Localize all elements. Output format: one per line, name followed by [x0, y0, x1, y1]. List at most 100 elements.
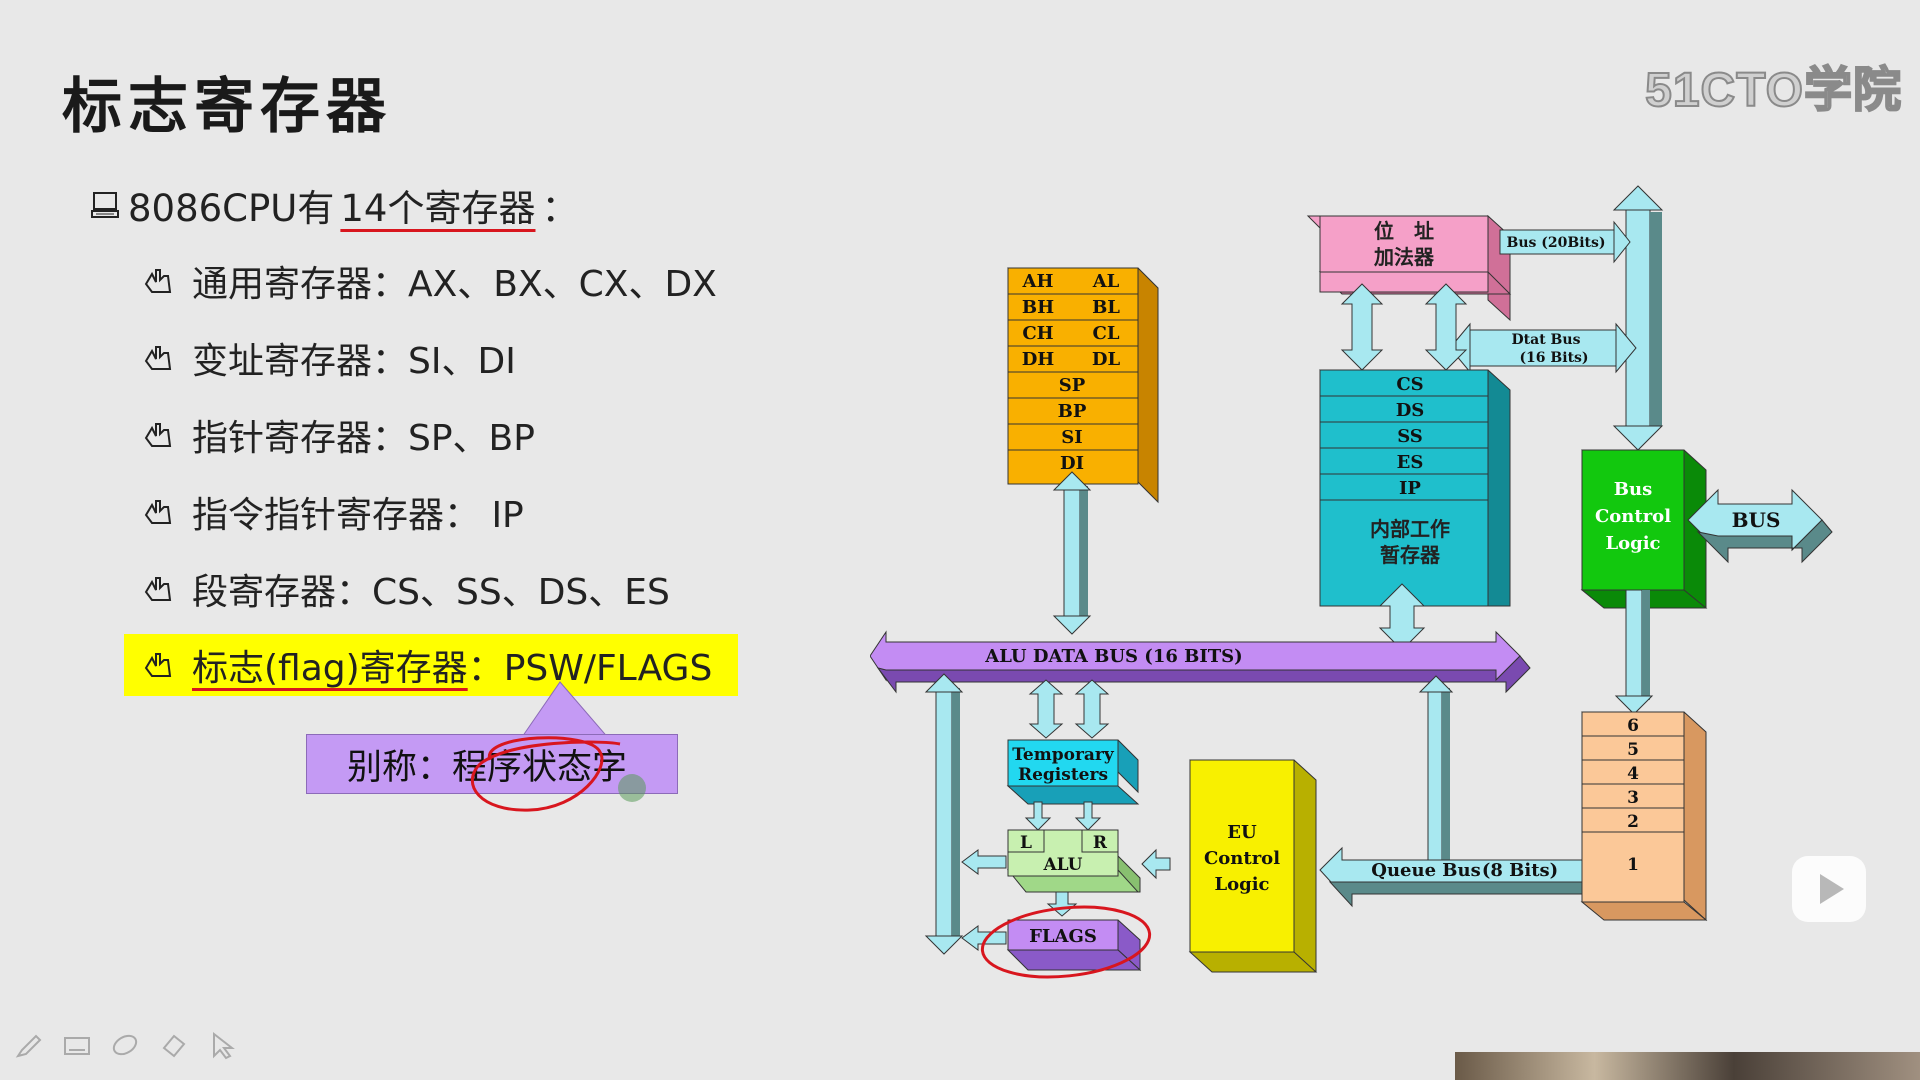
temp-regs-label-1: Temporary [1012, 745, 1115, 765]
annotation-circle [470, 736, 646, 812]
internal-reg-label-1: 内部工作 [1370, 517, 1450, 541]
play-icon [1820, 874, 1844, 904]
hand-pointer-icon [144, 653, 172, 677]
queue-slot-6: 6 [1627, 716, 1639, 736]
gp-bus-arrow [1052, 471, 1092, 635]
pen-icon[interactable] [14, 1030, 44, 1060]
queue-slot-5: 5 [1627, 740, 1639, 760]
bus-control-label-2: Control [1595, 506, 1671, 527]
bus20-label: Bus (20Bits) [1507, 235, 1606, 251]
bullet-main-suffix: ： [541, 187, 579, 230]
bus-control-label-1: Bus [1614, 479, 1652, 500]
bullet-main-prefix: 8086CPU有 [128, 187, 335, 230]
queue-slot-2: 2 [1627, 812, 1639, 832]
reg-cl: CL [1093, 323, 1120, 344]
queue-slot-4: 4 [1627, 764, 1639, 784]
reg-si: SI [1061, 427, 1082, 448]
instruction-queue: 6 5 4 3 2 1 [1580, 711, 1708, 922]
seg-reg-ip: IP [1399, 478, 1421, 499]
bullet-main-underlined: 14个寄存器 [340, 187, 536, 230]
bus-label: BUS [1732, 508, 1781, 532]
alu-label: ALU [1042, 855, 1082, 875]
reg-ch: CH [1022, 323, 1053, 344]
eu-label-2: Control [1204, 848, 1280, 869]
seg-reg-cs: CS [1396, 374, 1423, 395]
callout-pointer [519, 681, 611, 740]
cpu-diagram: 位 址 加法器 Bus (20Bits) Dtat Bus (16 Bits) [870, 185, 1833, 979]
bullet-item-text: 指针寄存器：SP、BP [192, 418, 535, 459]
clear-icon[interactable] [158, 1030, 188, 1060]
pointer-icon[interactable] [206, 1030, 236, 1060]
internal-reg-label-2: 暂存器 [1380, 543, 1441, 567]
bullet-item: 变址寄存器：SI、DI [140, 327, 516, 389]
queue-bus-label-b: (8 Bits) [1482, 860, 1558, 881]
eu-label-3: Logic [1214, 874, 1269, 895]
temp-regs-label-2: Registers [1018, 765, 1108, 785]
data-bus-arrow: Dtat Bus (16 Bits) [1449, 322, 1637, 374]
general-registers: AH AL BH BL CH CL DH DL SP BP SI DI [1007, 267, 1159, 504]
alu-bus-label: ALU DATA BUS (16 BITS) [984, 646, 1242, 667]
left-bus-arrow [924, 673, 964, 955]
bullet-item-text: 段寄存器：CS、SS、DS、ES [192, 572, 670, 613]
seg-reg-ss: SS [1397, 426, 1423, 447]
computer-icon [91, 192, 119, 218]
alu-r-label: R [1093, 833, 1108, 853]
flags-label: FLAGS [1029, 926, 1097, 947]
reg-bp: BP [1058, 401, 1087, 422]
hand-pointer-icon [144, 346, 172, 370]
reg-sp: SP [1059, 375, 1086, 396]
hand-pointer-icon [144, 269, 172, 293]
hand-pointer-icon [144, 423, 172, 447]
databus-label-2: (16 Bits) [1519, 350, 1588, 366]
hand-pointer-icon [144, 577, 172, 601]
watermark-logo: 51CTO学院 [1644, 63, 1902, 118]
segment-registers: CS DS SS ES IP 内部工作 暂存器 [1319, 369, 1511, 607]
callout-text: 别称：程序状态字 [347, 747, 628, 788]
temp-r-arrow [1074, 801, 1102, 831]
bullet-item: 通用寄存器：AX、BX、CX、DX [140, 250, 717, 312]
bullet-item: 指针寄存器：SP、BP [140, 404, 535, 466]
databus-label-1: Dtat Bus [1512, 332, 1581, 348]
flags-register: FLAGS [980, 905, 1152, 979]
bullet-highlight-suffix: ：PSW/FLAGS [467, 648, 713, 689]
reg-ah: AH [1022, 271, 1054, 292]
bus-queue-arrow [1614, 589, 1654, 715]
play-button[interactable] [1792, 856, 1866, 922]
bus-temp-arrow-2 [1074, 679, 1110, 739]
temp-l-arrow [1024, 801, 1052, 831]
reg-di: DI [1060, 453, 1084, 474]
bullet-item-text: 通用寄存器：AX、BX、CX、DX [192, 264, 717, 305]
temporary-registers: Temporary Registers [1006, 739, 1140, 805]
external-bus-arrow: BUS [1687, 488, 1833, 564]
bus20-arrow: Bus (20Bits) [1499, 220, 1631, 264]
bullet-item-highlighted: 标志(flag)寄存器：PSW/FLAGS [124, 634, 738, 696]
eu-bus-arrow [1418, 675, 1454, 865]
flags-left-arrow [961, 925, 1007, 951]
eraser-icon[interactable] [110, 1030, 140, 1060]
bullet-item: 指令指针寄存器： IP [140, 481, 524, 543]
queue-slot-1: 1 [1627, 855, 1639, 875]
queue-slot-3: 3 [1627, 788, 1639, 808]
alu-left-arrow [961, 849, 1007, 875]
adder-seg-arrows [1340, 283, 1468, 371]
bullet-item: 段寄存器：CS、SS、DS、ES [140, 558, 670, 620]
bullet-item-text: 变址寄存器：SI、DI [192, 341, 516, 382]
eu-control-logic: EU Control Logic [1188, 759, 1318, 973]
alu-unit: L R ALU [1006, 829, 1141, 893]
reg-bh: BH [1022, 297, 1054, 318]
alu-data-bus: ALU DATA BUS (16 BITS) [870, 630, 1531, 694]
eu-label-1: EU [1227, 822, 1257, 843]
seg-reg-ds: DS [1396, 400, 1425, 421]
reg-al: AL [1092, 271, 1120, 292]
bus-control-logic: Bus Control Logic [1580, 449, 1708, 609]
slide-title: 标志寄存器 [62, 72, 392, 142]
queue-bus-arrow: Queue Bus (8 Bits) [1319, 846, 1583, 908]
keyboard-icon[interactable] [62, 1030, 92, 1060]
alu-l-label: L [1020, 833, 1032, 853]
alu-eu-arrow [1141, 848, 1171, 880]
queue-bus-label-a: Queue Bus [1371, 860, 1480, 881]
adder-label-2: 加法器 [1373, 245, 1435, 269]
reg-bl: BL [1092, 297, 1120, 318]
annotation-toolbar [14, 1030, 236, 1060]
